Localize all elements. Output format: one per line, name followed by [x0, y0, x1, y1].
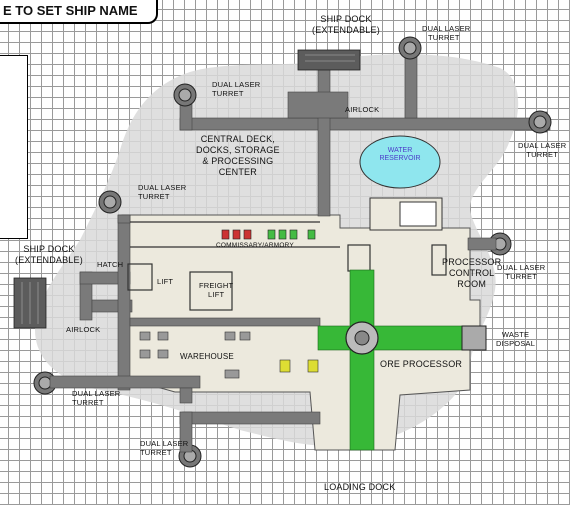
commissary-row: [221, 229, 316, 240]
label-ship-dock-left: SHIP DOCK(EXTENDABLE): [15, 244, 83, 265]
label-commissary: COMMISSARY/ARMORY: [216, 242, 294, 249]
label-airlock-left: AIRLOCK: [66, 325, 101, 334]
turret-top-right: [398, 36, 422, 60]
waste-disposal-unit: [461, 325, 487, 351]
set-ship-name-button[interactable]: E TO SET SHIP NAME: [0, 0, 158, 24]
label-hatch: HATCH: [97, 260, 124, 269]
turret-right: [528, 110, 552, 134]
ship-dock-left: [13, 277, 47, 329]
label-ship-dock-top: SHIP DOCK(EXTENDABLE): [312, 14, 380, 35]
label-warehouse: WAREHOUSE: [180, 352, 234, 361]
label-lift: LIFT: [157, 277, 174, 286]
turret-mid-left: [98, 190, 122, 214]
label-central-deck: CENTRAL DECK,DOCKS, STORAGE & PROCESSING…: [196, 134, 280, 177]
label-airlock-top: AIRLOCK: [345, 105, 380, 114]
corridor-top: [179, 54, 551, 217]
label-ore-processor: ORE PROCESSOR: [380, 359, 463, 369]
side-panel: [0, 55, 28, 239]
ship-dock-top: [297, 49, 361, 71]
ore-conveyor: [317, 269, 469, 451]
water-reservoir: [359, 135, 441, 189]
warehouse-crates: [139, 331, 319, 379]
turret-top-left: [173, 83, 197, 107]
label-loading-dock: LOADING DOCK: [324, 482, 396, 492]
corridor-left: [49, 214, 321, 453]
corridor-right: [467, 237, 497, 251]
